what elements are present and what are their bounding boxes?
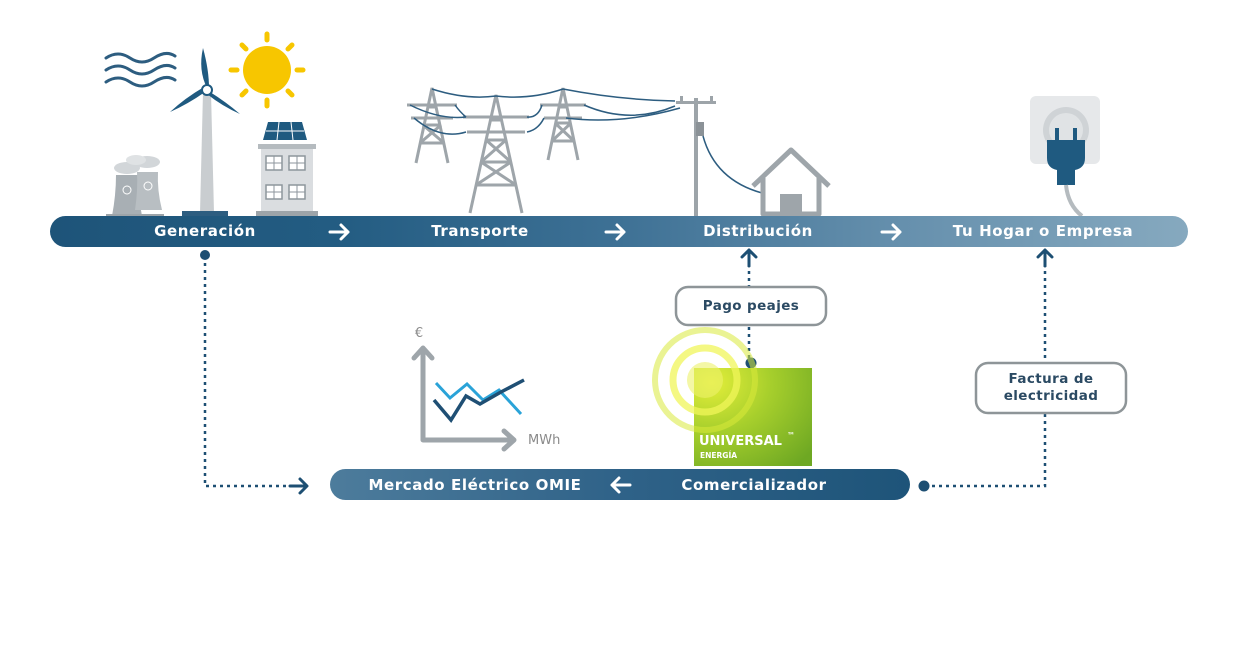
pago-peajes-box (674, 285, 828, 327)
logo-tm: ™ (787, 431, 795, 440)
stage-distribucion: Distribución (703, 222, 813, 240)
factura-label-line2: electricidad (1004, 388, 1099, 404)
stage-hogar: Tu Hogar o Empresa (953, 222, 1133, 240)
house-icon (751, 147, 831, 217)
utility-pole-icon (676, 96, 763, 216)
arrow-up-icon (740, 248, 1054, 268)
factura-label-line1: Factura de (1009, 371, 1094, 387)
wind-turbine-icon (170, 48, 240, 216)
arrow-right-icon (328, 223, 902, 241)
nuclear-plant-icon (106, 155, 164, 217)
connector-dot (918, 480, 930, 492)
arrow-right-icon (288, 477, 309, 495)
power-towers-icon (407, 87, 586, 214)
market-omie: Mercado Eléctrico OMIE (368, 476, 581, 494)
price-chart-icon (411, 345, 525, 452)
dotted-connectors (203, 256, 1047, 488)
universal-energia-logo: UNIVERSAL ™ ENERGÍA (652, 327, 812, 466)
pago-peajes-label: Pago peajes (703, 298, 799, 314)
stage-transporte: Transporte (431, 222, 529, 240)
wind-waves-icon (104, 51, 177, 88)
chart-y-unit: € (415, 326, 423, 341)
chart-x-unit: MWh (528, 433, 560, 448)
arrow-left-icon (610, 476, 632, 494)
market-comercializador: Comercializador (681, 476, 826, 494)
connector-dot (200, 250, 210, 260)
stage-generacion: Generación (154, 222, 256, 240)
solar-building-icon (256, 121, 318, 216)
logo-name: UNIVERSAL (699, 434, 782, 449)
sun-icon (228, 31, 306, 109)
power-lines (409, 88, 681, 135)
logo-sub: ENERGÍA (700, 451, 737, 460)
factura-box (974, 361, 1128, 415)
plug-icon (1047, 128, 1085, 218)
